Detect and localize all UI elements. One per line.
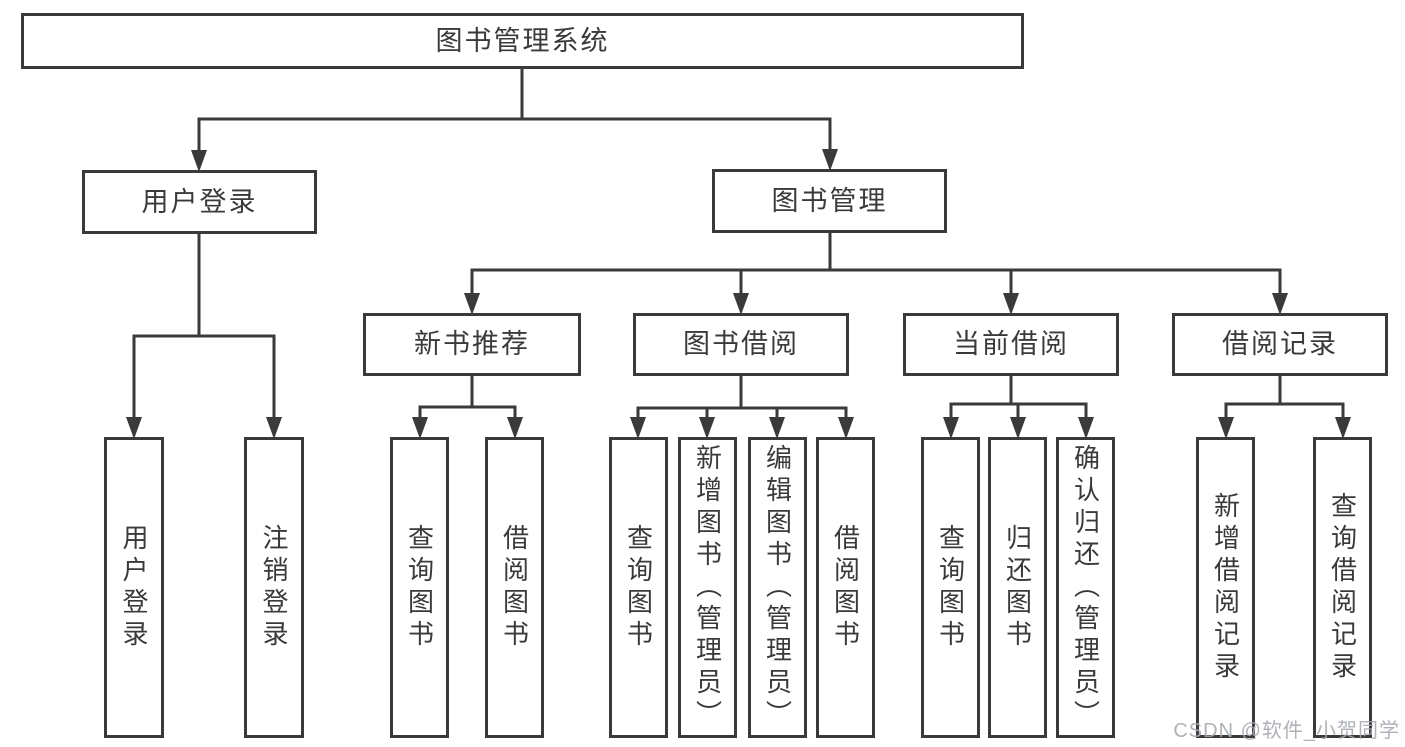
leaf-query-borrow-record: 查询借阅记录	[1313, 437, 1372, 738]
leaf-query-books-recommend: 查询图书	[390, 437, 449, 738]
leaf-edit-book-admin: 编辑图书（管理员）	[748, 437, 807, 738]
leaf-confirm-return-admin: 确认归还（管理员）	[1056, 437, 1115, 738]
leaf-borrow-books-recommend: 借阅图书	[485, 437, 544, 738]
leaf-logout: 注销登录	[244, 437, 304, 738]
leaf-user-login: 用户登录	[104, 437, 164, 738]
leaf-add-book-admin: 新增图书（管理员）	[678, 437, 737, 738]
node-root-system: 图书管理系统	[21, 13, 1024, 69]
node-book-borrow: 图书借阅	[633, 313, 849, 376]
leaf-borrow-books: 借阅图书	[816, 437, 875, 738]
leaf-query-books-current: 查询图书	[921, 437, 980, 738]
node-user-login: 用户登录	[82, 170, 317, 234]
leaf-return-book: 归还图书	[988, 437, 1047, 738]
leaf-query-books-borrow: 查询图书	[609, 437, 668, 738]
arrowheads	[126, 149, 1351, 439]
leaf-add-borrow-record: 新增借阅记录	[1196, 437, 1255, 738]
node-current-borrow: 当前借阅	[903, 313, 1119, 376]
node-borrow-records: 借阅记录	[1172, 313, 1388, 376]
node-book-management: 图书管理	[712, 169, 947, 233]
csdn-watermark: CSDN @软件_小贺同学	[1173, 720, 1400, 742]
node-new-book-recommend: 新书推荐	[363, 313, 581, 376]
